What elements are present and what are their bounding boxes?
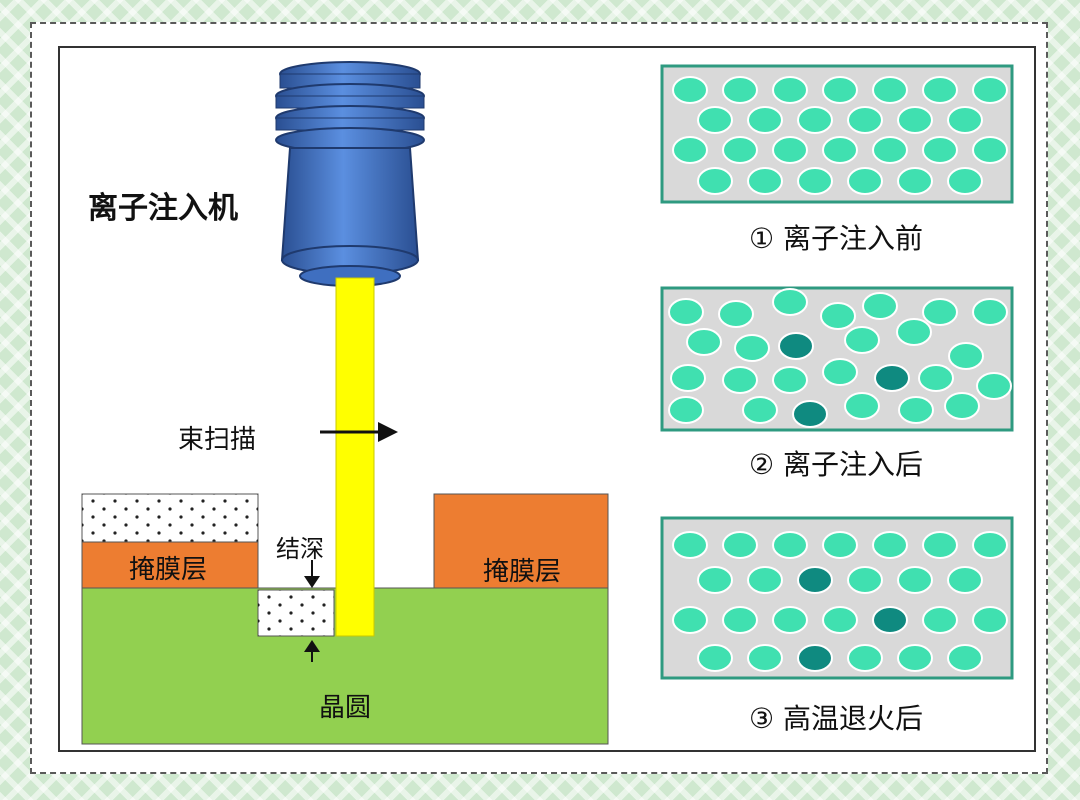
lattice-atom [747,644,783,672]
lattice-atom [947,106,983,134]
lattice-atom [668,298,704,326]
lattice-atom [847,106,883,134]
lattice-atom [922,606,958,634]
lattice-atom [947,167,983,195]
lattice-atom [772,606,808,634]
lattice-atom [672,76,708,104]
lattice-atom [670,364,706,392]
lattice-atom [844,392,880,420]
lattice-atom [697,566,733,594]
lattice-atom [972,298,1008,326]
lattice-atom [697,167,733,195]
lattice-atom [722,136,758,164]
panel-1-caption: ① 离子注入前 [749,222,923,255]
panel-2-caption: ② 离子注入后 [749,448,923,481]
lattice-atom [918,364,954,392]
right-mask-label: 掩膜层 [483,557,561,587]
left-mask-label: 掩膜层 [129,555,207,585]
lattice-atom [897,566,933,594]
lattice-atom [847,566,883,594]
lattice-atom [972,76,1008,104]
right-mask-layer [433,493,609,589]
lattice-atom [722,531,758,559]
lattice-atom [672,531,708,559]
lattice-atom [697,106,733,134]
dopant-atom [872,606,908,634]
lattice-atom [734,334,770,362]
lattice-atom [897,106,933,134]
lattice-atom [944,392,980,420]
lattice-atom [672,136,708,164]
ion-beam [335,277,375,637]
ion-implanter-icon [275,61,425,287]
beam-scan-arrow [320,422,398,442]
lattice-atom [772,366,808,394]
dopant-atom [874,364,910,392]
lattice-atom [797,106,833,134]
lattice-atom [947,644,983,672]
lattice-atom [747,566,783,594]
lattice-atom [972,531,1008,559]
junction-depth-label: 结深 [276,535,324,563]
lattice-atom [872,531,908,559]
dopant-atom [797,566,833,594]
lattice-atom [722,606,758,634]
lattice-atom [797,167,833,195]
lattice-atom [822,358,858,386]
lattice-atom [772,76,808,104]
lattice-atom [847,644,883,672]
left-mask-layer [81,541,259,589]
lattice-atom [822,136,858,164]
beam-scan-label: 束扫描 [178,425,256,455]
lattice-atom [896,318,932,346]
lattice-atom [947,566,983,594]
lattice-atom [847,167,883,195]
lattice-atom [747,167,783,195]
lattice-atom [897,167,933,195]
lattice-atom [844,326,880,354]
lattice-atom [897,644,933,672]
lattice-atom [822,531,858,559]
junction-depth-arrows [304,560,320,662]
lattice-atom [976,372,1012,400]
panel-3-caption: ③ 高温退火后 [749,702,923,735]
lattice-atom [820,302,856,330]
lattice-atom [972,606,1008,634]
lattice-atom [922,298,958,326]
dopant-atom [792,400,828,428]
lattice-atom [898,396,934,424]
dopant-atom [797,644,833,672]
lattice-atom [822,606,858,634]
lattice-atom [722,366,758,394]
lattice-atom [668,396,704,424]
lattice-atom [922,76,958,104]
lattice-atom [718,300,754,328]
implanter-label: 离子注入机 [88,191,238,226]
lattice-atom [672,606,708,634]
lattice-atom [742,396,778,424]
lattice-atom [948,342,984,370]
lattice-atom [972,136,1008,164]
lattice-atom [697,644,733,672]
lattice-atom [722,76,758,104]
lattice-atom [747,106,783,134]
lattice-atom [772,531,808,559]
lattice-atom [922,531,958,559]
lattice-atom [686,328,722,356]
lattice-atom [872,136,908,164]
lattice-atom [922,136,958,164]
lattice-atom [862,292,898,320]
lattice-atom [872,76,908,104]
lattice-atom [772,288,808,316]
lattice-atom [822,76,858,104]
wafer-label: 晶圆 [319,693,371,723]
lattice-atom [772,136,808,164]
dopant-atom [778,332,814,360]
